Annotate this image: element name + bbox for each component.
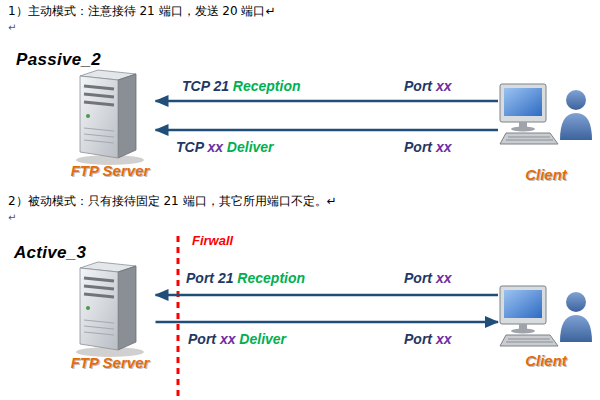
arrow-connector	[156, 321, 499, 324]
node-label: Client	[498, 166, 594, 184]
paragraph-mark: ↵	[8, 22, 16, 34]
node-label: Client	[498, 352, 594, 370]
label-word: xx	[207, 139, 223, 155]
edge-label: Port xx Deliver	[188, 331, 286, 348]
label-word: Deliver	[227, 139, 274, 155]
diagram-title: Passive_2	[16, 50, 101, 70]
label-word: Port	[404, 78, 432, 94]
label-word: xx	[436, 139, 452, 155]
diagram-title: Active_3	[14, 243, 86, 263]
label-word: xx	[436, 78, 452, 94]
node-label: FTP Server	[65, 162, 156, 180]
label-word: TCP	[182, 78, 209, 94]
client-node: Client	[498, 278, 594, 370]
edge-label: Port 21 Reception	[186, 270, 305, 287]
arrow-connector	[156, 100, 499, 103]
label-word	[235, 331, 239, 347]
label-word	[432, 139, 436, 155]
paragraph-mark: ↵	[8, 212, 16, 224]
firewall-line	[177, 236, 180, 400]
server-node: FTP Server	[65, 258, 156, 372]
label-word: Port	[404, 331, 432, 347]
server-icon	[76, 70, 144, 165]
section-heading: 2）被动模式：只有接待固定 21 端口，其它所用端口不定。↵	[8, 194, 337, 208]
port-label: Port xx	[404, 331, 451, 348]
edge-label: TCP xx Deliver	[176, 139, 274, 156]
label-word	[223, 139, 227, 155]
label-word	[432, 331, 436, 347]
label-word	[203, 139, 207, 155]
label-word: Reception	[233, 78, 301, 94]
label-word: 21	[218, 270, 234, 286]
label-word: Port	[186, 270, 214, 286]
label-word: Port	[188, 331, 216, 347]
label-word	[209, 78, 213, 94]
label-word	[432, 78, 436, 94]
port-label: Port xx	[404, 270, 451, 287]
node-label: FTP Server	[65, 354, 156, 372]
label-word: Deliver	[239, 331, 286, 347]
label-word: Port	[404, 139, 432, 155]
label-word: 21	[213, 78, 229, 94]
client-icon	[500, 84, 592, 144]
label-word: xx	[436, 331, 452, 347]
label-word	[214, 270, 218, 286]
port-label: Port xx	[404, 139, 451, 156]
label-word: xx	[436, 270, 452, 286]
section-heading: 1）主动模式：注意接待 21 端口，发送 20 端口↵	[8, 4, 276, 18]
label-word	[432, 270, 436, 286]
label-word: TCP	[176, 139, 203, 155]
client-node: Client	[498, 76, 594, 184]
server-icon	[76, 262, 144, 357]
port-label: Port xx	[404, 78, 451, 95]
arrow-connector	[156, 129, 499, 132]
arrow-connector	[156, 294, 499, 297]
label-word	[233, 270, 237, 286]
label-word	[216, 331, 220, 347]
server-node: FTP Server	[65, 66, 156, 180]
firewall-label: Firwall	[192, 233, 233, 249]
label-word	[229, 78, 233, 94]
client-icon	[500, 286, 592, 346]
edge-label: TCP 21 Reception	[182, 78, 301, 95]
label-word: xx	[220, 331, 236, 347]
label-word: Port	[404, 270, 432, 286]
label-word: Reception	[237, 270, 305, 286]
